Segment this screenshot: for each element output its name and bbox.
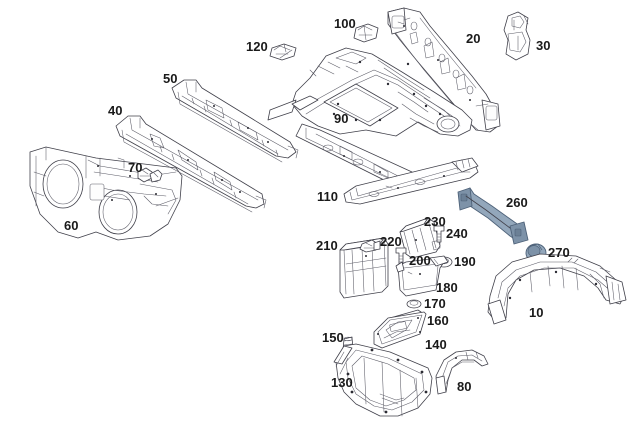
- part-label-170: 170: [424, 296, 446, 311]
- part-90-rear-floor-pan: [267, 47, 473, 185]
- part-label-30: 30: [536, 38, 551, 53]
- part-label-110: 110: [317, 189, 338, 204]
- part-50-side-member-right: [171, 79, 299, 163]
- part-label-200: 200: [409, 253, 431, 268]
- part-label-190: 190: [454, 254, 476, 269]
- part-label-130: 130: [331, 375, 353, 390]
- part-120-mounting-clip: [269, 43, 297, 61]
- part-70-clips: [137, 167, 163, 183]
- part-40-side-member-left: [115, 115, 267, 213]
- part-210-partition-panel: [339, 237, 389, 299]
- part-260-strut-brace-highlighted: [457, 187, 529, 245]
- part-label-10: 10: [529, 305, 544, 320]
- part-label-100: 100: [334, 16, 356, 31]
- part-label-240: 240: [446, 226, 468, 241]
- part-label-160: 160: [427, 313, 449, 328]
- part-240-screw: [433, 225, 445, 243]
- part-140-cover-panel: [373, 311, 427, 349]
- part-label-180: 180: [436, 280, 458, 295]
- part-label-150: 150: [322, 330, 344, 345]
- part-170-grommet: [406, 299, 422, 309]
- part-label-90: 90: [334, 111, 349, 126]
- part-200-expanding-rivet: [395, 247, 407, 265]
- part-230-bracket-rail: [399, 217, 441, 259]
- part-220-retaining-clip: [359, 239, 381, 253]
- part-label-210: 210: [316, 238, 338, 253]
- part-100-reinforcement-clip: [353, 23, 379, 43]
- part-label-20: 20: [466, 31, 481, 46]
- part-30-corner-bracket: [503, 11, 531, 61]
- part-label-70: 70: [128, 160, 143, 175]
- part-110-cross-rail: [343, 157, 479, 205]
- part-20-rear-cross-member: [387, 7, 501, 133]
- part-label-270: 270: [548, 245, 570, 260]
- part-label-220: 220: [380, 234, 402, 249]
- part-label-120: 120: [246, 39, 268, 54]
- part-180-storage-tray: [395, 255, 449, 297]
- part-130-spare-wheel-tub: [333, 343, 433, 417]
- part-label-260: 260: [506, 195, 528, 210]
- part-label-230: 230: [424, 214, 446, 229]
- part-label-50: 50: [163, 71, 178, 86]
- part-label-40: 40: [108, 103, 123, 118]
- part-label-60: 60: [64, 218, 79, 233]
- part-80-wheelhouse-liner: [435, 349, 489, 395]
- part-label-140: 140: [425, 337, 447, 352]
- part-10-wheel-arch-panel: [487, 253, 627, 325]
- part-label-80: 80: [457, 379, 472, 394]
